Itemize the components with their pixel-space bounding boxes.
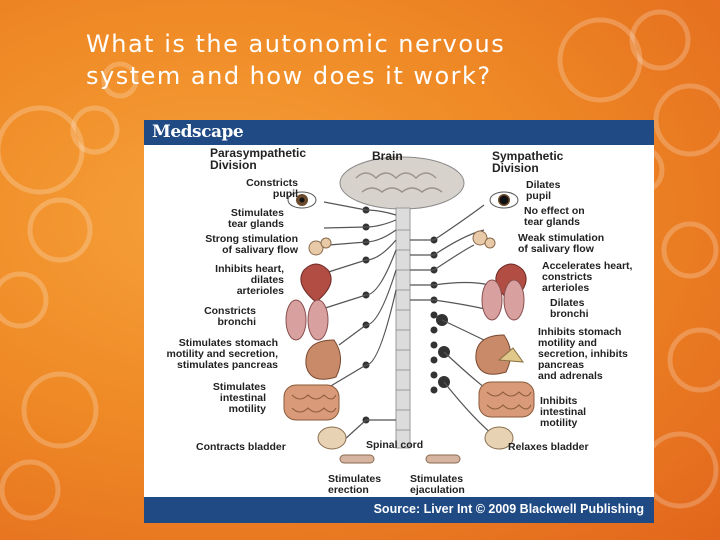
symp-label-pupil: Dilates pupil [526,179,561,202]
symp-label-intestine: Inhibits intestinal motility [540,395,587,429]
symp-label-tear-glands: No effect on tear glands [524,205,585,228]
spinal-cord-illustration [395,207,411,449]
source-bar: Source: Liver Int © 2009 Blackwell Publi… [144,497,654,523]
para-label-stomach: Stimulates stomach motility and secretio… [166,337,278,371]
brand-bar: Medscape [144,120,654,145]
para-label-heart: Inhibits heart, dilates arterioles [215,263,284,297]
parasympathetic-header: Parasympathetic Division [210,146,307,172]
symp-label-bladder: Relaxes bladder [508,441,589,453]
para-label-bronchi: Constricts bronchi [204,305,256,328]
spinal-cord-label: Spinal cord [366,439,424,451]
symp-label-stomach: Inhibits stomach motility and secretion,… [538,326,628,382]
symp-label-bronchi: Dilates bronchi [550,297,589,320]
stomach-illustrations [305,334,511,380]
symp-label-heart: Accelerates heart, constricts arterioles [542,260,633,294]
para-label-tear-glands: Stimulates tear glands [227,207,284,230]
sympathetic-header: Sympathetic Division [492,149,564,175]
symp-label-salivary: Weak stimulation of salivary flow [518,232,605,255]
nervous-system-figure: Medscape Parasympathetic Division Brain … [144,120,654,523]
medscape-logo: Medscape [152,122,244,142]
para-label-erection: Stimulates erection [328,473,382,496]
body-diagram [283,156,535,464]
para-label-salivary: Strong stimulation of salivary flow [205,233,298,256]
source-credit: Source: Liver Int © 2009 Blackwell Publi… [373,502,644,516]
symp-label-ejaculation: Stimulates ejaculation [410,473,465,496]
eye-illustrations [287,191,519,209]
slide-title: What is the autonomic nervous system and… [86,30,506,90]
lung-illustrations [285,279,525,341]
para-label-intestine: Stimulates intestinal motility [212,381,266,415]
para-label-pupil: Constricts pupil [246,177,298,200]
para-label-bladder: Contracts bladder [196,441,286,453]
brain-label: Brain [372,149,403,163]
bladder-illustrations [317,426,514,450]
brain-illustration [339,156,465,210]
